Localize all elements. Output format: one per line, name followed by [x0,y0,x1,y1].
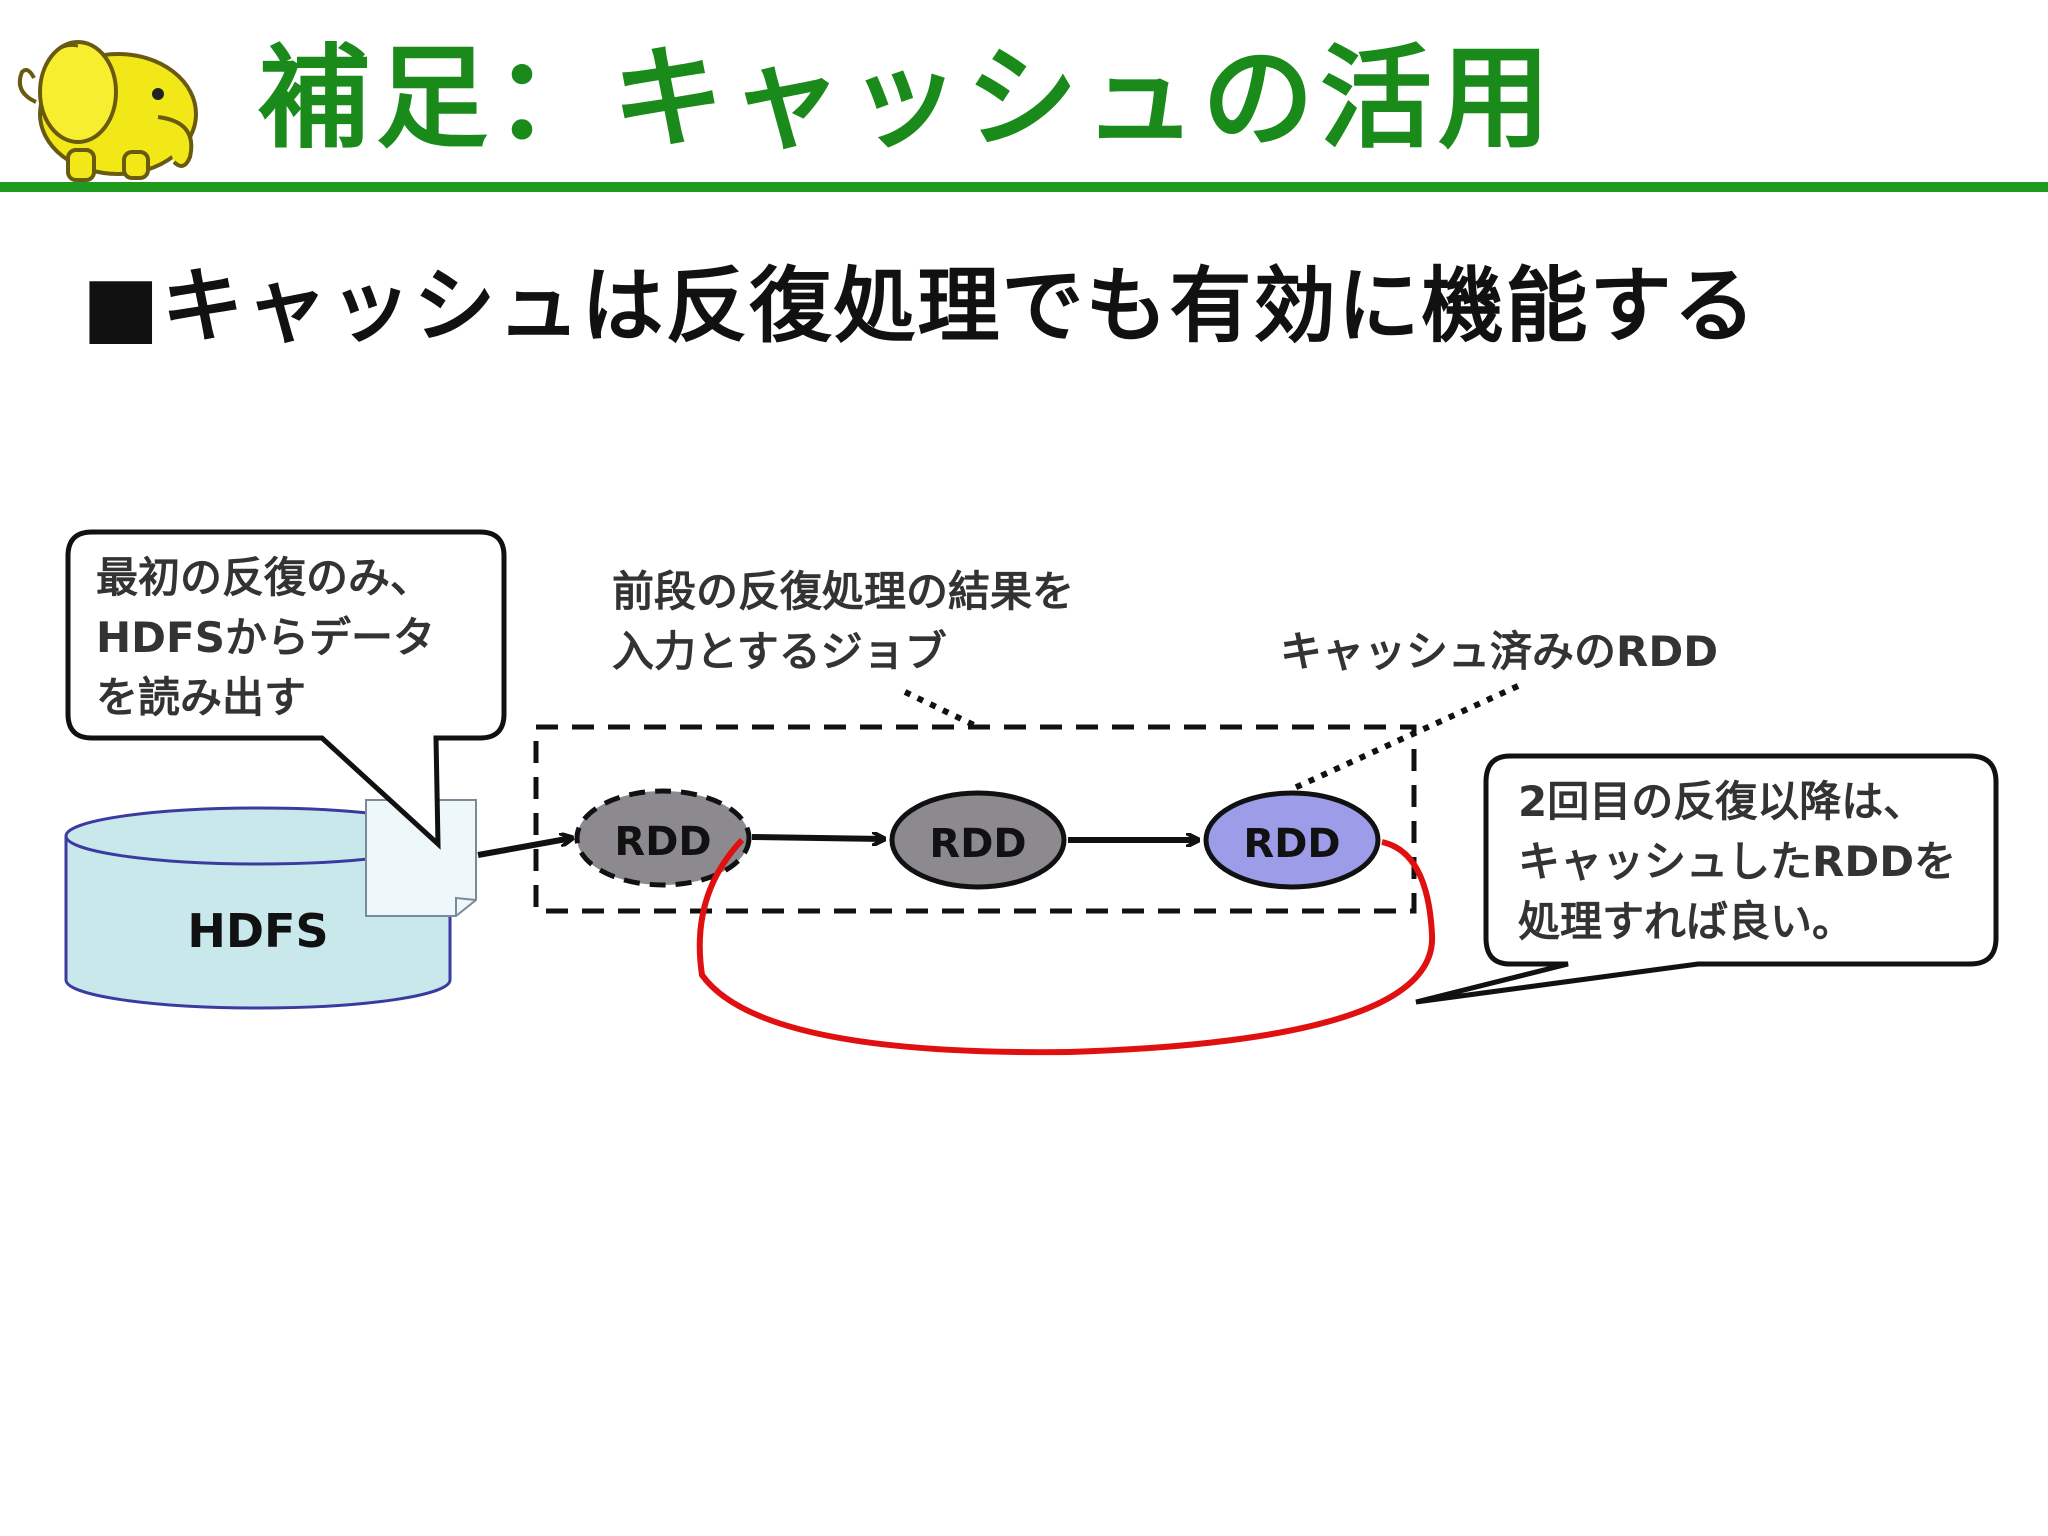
rdd-node-input [574,788,752,888]
cached-label-pointer [1288,683,1520,793]
cache-reuse-loop [696,837,1436,1056]
hdfs-label: HDFS [187,904,328,958]
callout-first-line: HDFSからデータ [96,613,435,662]
callout-later-line: 2回目の反復以降は、 [1518,777,1926,826]
rdd-node-cached [1203,790,1381,890]
job-label-line: 入力とするジョブ [612,627,947,676]
callout-later-line: 処理すれば良い。 [1518,897,1855,946]
hdfs-to-rdd-arrow [477,838,572,858]
callout-later-bubble [1415,753,1999,1005]
cached-rdd-label: キャッシュ済みのRDD [1280,627,1719,676]
job-label: 前段の反復処理の結果を 入力とするジョブ [612,562,1074,682]
rdd-node-intermediate [889,790,1067,890]
callout-first-line: を読み出す [96,673,307,722]
rdd1-to-rdd2-arrow [751,837,884,839]
callout-first-bubble [65,529,507,850]
job-frame [533,724,1417,914]
hadoop-elephant-logo [17,40,198,182]
document-icon [365,799,477,917]
title-underline [0,182,2048,192]
callout-first-text: 最初の反復のみ、 HDFSからデータ を読み出す [96,548,435,728]
rdd-node-input-label: RDD [614,819,711,865]
slide-subtitle: ■キャッシュは反復処理でも有効に機能する [82,259,1758,354]
rdd-node-intermediate-label: RDD [929,821,1026,867]
slide-title: 補足：キャッシュの活用 [258,34,1556,164]
hdfs-storage-cylinder [64,806,452,1010]
callout-first-line: 最初の反復のみ、 [96,553,433,602]
job-label-line: 前段の反復処理の結果を [612,567,1075,616]
callout-later-line: キャッシュしたRDDを [1518,837,1957,886]
job-label-pointer [903,689,980,730]
callout-later-text: 2回目の反復以降は、 キャッシュしたRDDを 処理すれば良い。 [1518,772,1956,952]
rdd-node-cached-label: RDD [1243,821,1340,867]
